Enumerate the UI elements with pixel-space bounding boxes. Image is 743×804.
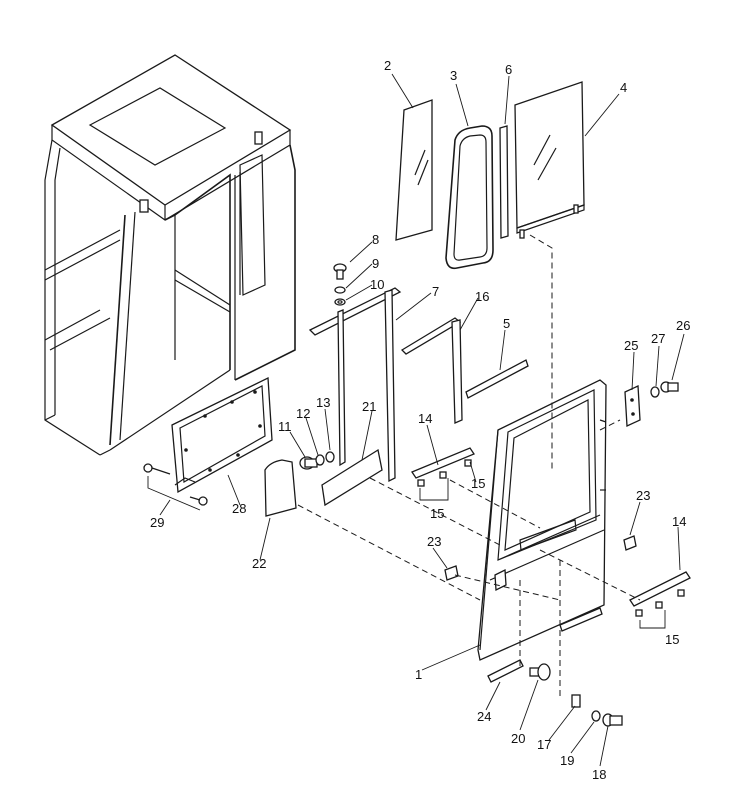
label-14-upper: 14 [418,411,432,426]
label-29: 29 [150,515,164,530]
part-29-bolts [143,463,208,511]
label-26: 26 [676,318,690,333]
label-6: 6 [505,62,512,77]
part-22-pad [264,459,297,517]
label-24: 24 [477,709,491,724]
label-15-a: 15 [471,476,485,491]
part-20-latch [529,663,551,681]
label-7: 7 [432,284,439,299]
part-14-lower-strip [629,571,691,629]
label-28: 28 [232,501,246,516]
label-18: 18 [592,767,606,782]
label-4: 4 [620,80,627,95]
label-22: 22 [252,556,266,571]
part-16-strip [400,317,463,424]
label-10: 10 [370,277,384,292]
label-3: 3 [450,68,457,83]
part-3-seal [445,125,494,270]
part-28-inner-panel [171,376,273,494]
parts-17-18-19-fasteners [571,694,623,727]
label-9: 9 [372,256,379,271]
part-14-upper-strip [411,447,475,501]
assembly-lines [297,234,641,700]
parts-25-26-27-hinge [624,381,679,427]
part-7-rails [308,287,402,483]
label-20: 20 [511,731,525,746]
part-1-door [477,379,607,661]
label-13: 13 [316,395,330,410]
part-2-glass [395,99,433,241]
label-16: 16 [475,289,489,304]
cab-frame [44,54,296,456]
label-5: 5 [503,316,510,331]
leader-lines [159,73,685,767]
label-19: 19 [560,753,574,768]
label-1: 1 [415,667,422,682]
part-24-strip [487,659,524,683]
label-17: 17 [537,737,551,752]
label-12: 12 [296,406,310,421]
label-15-c: 15 [665,632,679,647]
label-23-a: 23 [427,534,441,549]
label-21: 21 [362,399,376,414]
part-21-pad [321,448,383,507]
label-14-lower: 14 [672,514,686,529]
part-6-strip [499,125,509,239]
label-11: 11 [278,419,292,434]
part-labels: 1 2 3 4 5 6 7 8 9 10 11 12 13 14 14 15 1… [150,58,690,782]
label-27: 27 [651,331,665,346]
part-4-sliding-glass [514,81,585,239]
part-5-strip [465,359,529,399]
parts-8-9-10-fasteners [333,263,347,306]
label-2: 2 [384,58,391,73]
label-25: 25 [624,338,638,353]
label-8: 8 [372,232,379,247]
parts-11-12-13-fasteners [299,451,335,470]
label-15-b: 15 [430,506,444,521]
label-23-b: 23 [636,488,650,503]
